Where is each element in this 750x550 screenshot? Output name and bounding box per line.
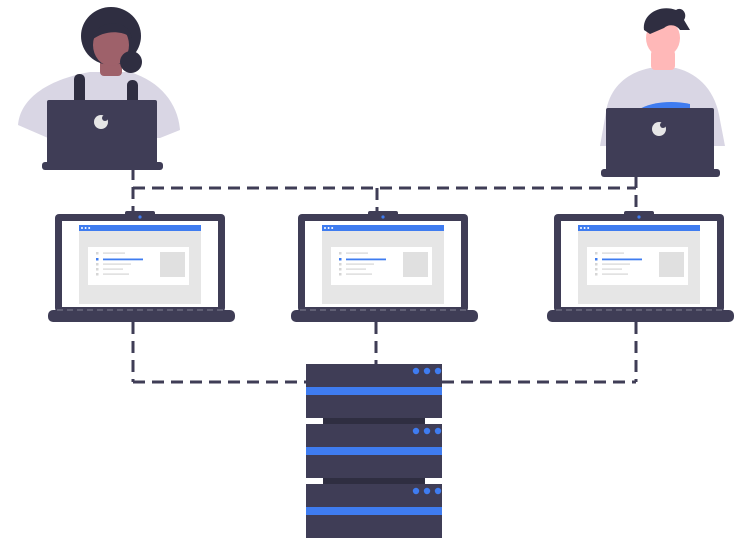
browser-dot-icon [81, 227, 83, 229]
woman-bun [120, 51, 142, 73]
browser-dot-icon [84, 227, 87, 229]
list-bullet-icon [339, 252, 342, 255]
server-connector [323, 418, 425, 424]
server-status-light-icon [412, 487, 420, 495]
list-bullet-icon [96, 273, 99, 276]
laptop-icon [547, 211, 734, 322]
list-line [346, 263, 374, 265]
laptop-icon [291, 211, 478, 322]
list-line [103, 258, 143, 261]
laptop-icon [48, 211, 235, 322]
laptop-webcam-icon [381, 215, 385, 219]
server-rack-icon [306, 364, 442, 538]
laptop-icon [601, 108, 720, 177]
woman-laptop-lid [47, 100, 157, 164]
list-line [346, 268, 366, 270]
server-status-light-icon [434, 367, 442, 375]
server-status-light-icon [423, 487, 431, 495]
server-unit-stripe [306, 507, 442, 515]
laptop-base [291, 310, 478, 322]
woman-bangs [92, 23, 132, 40]
browser-dot-icon [580, 227, 582, 229]
list-bullet-icon [339, 258, 342, 261]
list-line [346, 258, 386, 261]
server-status-light-icon [423, 367, 431, 375]
server-status-light-icon [412, 427, 420, 435]
browser-title-bar [322, 225, 444, 231]
server-status-light-icon [423, 427, 431, 435]
woman-laptop-logo-bite [102, 115, 108, 121]
list-bullet-icon [339, 273, 342, 276]
browser-dot-icon [88, 227, 91, 229]
server-status-light-icon [434, 427, 442, 435]
laptop-webcam-icon [637, 215, 641, 219]
browser-dot-icon [331, 227, 334, 229]
browser-title-bar [79, 225, 201, 231]
list-line [602, 258, 642, 261]
browser-dot-icon [587, 227, 590, 229]
avatar-placeholder-icon [160, 252, 185, 277]
laptop-webcam-notch [368, 211, 398, 216]
list-line [103, 252, 125, 254]
avatar-placeholder-icon [403, 252, 428, 277]
browser-title-bar [578, 225, 700, 231]
list-bullet-icon [595, 263, 598, 266]
man-hair [643, 8, 690, 34]
network-connections [131, 168, 638, 384]
laptop-webcam-notch [624, 211, 654, 216]
list-line [602, 273, 628, 275]
list-bullet-icon [96, 252, 99, 255]
server-unit [306, 364, 442, 418]
list-bullet-icon [96, 268, 99, 271]
laptop-base [48, 310, 235, 322]
laptop-webcam-icon [138, 215, 142, 219]
list-line [103, 263, 131, 265]
browser-dot-icon [327, 227, 330, 229]
list-line [602, 252, 624, 254]
man-laptop-base [601, 169, 720, 177]
browser-dot-icon [324, 227, 326, 229]
list-bullet-icon [339, 263, 342, 266]
list-line [346, 252, 368, 254]
list-line [103, 268, 123, 270]
server-unit-stripe [306, 387, 442, 395]
avatar-placeholder-icon [659, 252, 684, 277]
list-line [346, 273, 372, 275]
list-line [602, 268, 622, 270]
list-bullet-icon [595, 268, 598, 271]
server-unit [306, 424, 442, 478]
browser-dot-icon [583, 227, 586, 229]
client-laptops [48, 211, 734, 322]
man-laptop-lid [606, 108, 714, 172]
man-laptop-logo-bite [660, 122, 666, 128]
laptop-base [547, 310, 734, 322]
browser-window-icon [79, 225, 201, 304]
server-unit-stripe [306, 447, 442, 455]
woman-face [93, 24, 129, 66]
server-status-light-icon [434, 487, 442, 495]
list-line [602, 263, 630, 265]
woman-strap-left [74, 74, 85, 108]
list-bullet-icon [96, 258, 99, 261]
list-bullet-icon [595, 252, 598, 255]
list-line [103, 273, 129, 275]
server-unit [306, 484, 442, 538]
server-connector [323, 478, 425, 484]
list-bullet-icon [96, 263, 99, 266]
list-bullet-icon [595, 273, 598, 276]
laptop-webcam-notch [125, 211, 155, 216]
woman-laptop-base [42, 162, 163, 170]
server-status-light-icon [412, 367, 420, 375]
browser-window-icon [322, 225, 444, 304]
list-bullet-icon [595, 258, 598, 261]
laptop-icon [42, 100, 163, 170]
list-bullet-icon [339, 268, 342, 271]
browser-window-icon [578, 225, 700, 304]
